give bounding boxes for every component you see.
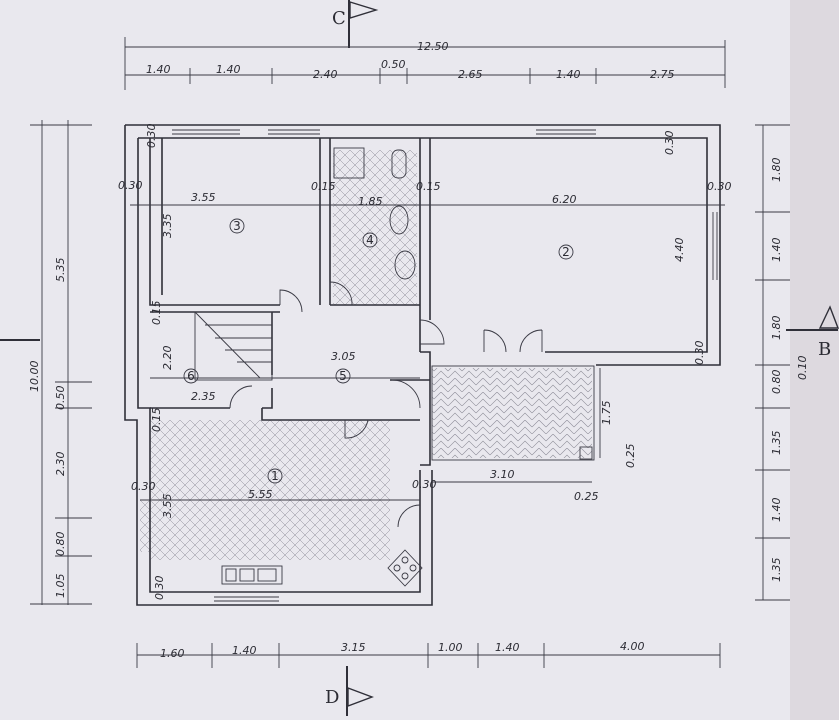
dim-top-4: 0.50 bbox=[381, 58, 406, 71]
kitchen-fixtures bbox=[221, 549, 423, 587]
dim-top-5: 2.65 bbox=[458, 68, 483, 81]
kitchen-floor-hatch bbox=[150, 420, 390, 560]
dim-wall-right: 0.30 bbox=[707, 180, 732, 193]
dim-left-3: 0.80 bbox=[54, 532, 67, 557]
top-dimension-chain: 12.50 1.40 1.40 2.40 0.50 2.65 1.40 2.75 bbox=[124, 37, 726, 90]
section-marker-d: D bbox=[325, 666, 374, 716]
room-label-4: 4 bbox=[362, 232, 378, 248]
dim-wall-bottom-right: 0.30 bbox=[693, 341, 706, 366]
dim-left-1: 0.50 bbox=[54, 386, 67, 411]
svg-text:1: 1 bbox=[271, 469, 279, 483]
dim-left-upper: 5.35 bbox=[54, 258, 67, 283]
dim-top-7: 2.75 bbox=[650, 68, 675, 81]
staircase bbox=[194, 311, 273, 381]
left-dimension-chain: 10.00 5.35 0.50 2.30 0.80 1.05 bbox=[28, 120, 92, 605]
section-marker-b: B bbox=[786, 305, 839, 360]
svg-text:3: 3 bbox=[233, 219, 241, 233]
dim-room3-height: 3.35 bbox=[161, 214, 174, 239]
dim-terrace-width: 3.10 bbox=[490, 468, 515, 481]
dim-room3-width: 3.55 bbox=[191, 191, 216, 204]
terrace-paving bbox=[432, 368, 592, 458]
dim-wall-015-d: 0.15 bbox=[150, 408, 163, 433]
dim-right-6: 1.35 bbox=[770, 431, 783, 456]
dim-room2-height: 4.40 bbox=[673, 238, 686, 263]
dim-right-5: 0.80 bbox=[770, 370, 783, 395]
interior-dimension-lines bbox=[130, 204, 725, 501]
dim-bottom-2: 1.40 bbox=[232, 644, 257, 657]
interior-dimensions: 3.55 3.35 1.85 6.20 4.40 3.05 2.35 2.20 … bbox=[118, 124, 732, 601]
dim-right-1: 1.80 bbox=[770, 158, 783, 183]
kitchen-alcove-hatch bbox=[140, 500, 180, 552]
svg-text:2: 2 bbox=[562, 245, 570, 259]
dim-bottom-6: 4.00 bbox=[620, 640, 645, 653]
dim-wall-015-c: 0.15 bbox=[150, 301, 163, 326]
dim-right-4: 0.10 bbox=[796, 356, 809, 381]
dim-room4-width: 1.85 bbox=[358, 195, 383, 208]
dim-right-3: 1.80 bbox=[770, 316, 783, 341]
bathroom-fixtures bbox=[333, 147, 416, 280]
dim-room6-height: 2.20 bbox=[161, 346, 174, 371]
bottom-dimension-chain: 1.60 1.40 3.15 1.00 1.40 4.00 bbox=[136, 640, 721, 668]
dim-left-overall: 10.00 bbox=[28, 361, 41, 393]
dim-right-8: 1.35 bbox=[770, 558, 783, 583]
section-marker-c: C bbox=[332, 0, 379, 48]
dim-top-1: 1.40 bbox=[146, 63, 171, 76]
dim-wall-kitchen-left: 0.30 bbox=[131, 480, 156, 493]
room-label-3: 3 bbox=[229, 218, 245, 234]
dim-room6-width: 2.35 bbox=[191, 390, 216, 403]
dim-room2-width: 6.20 bbox=[552, 193, 577, 206]
dim-wall-top-left: 0.30 bbox=[145, 124, 158, 149]
bathroom-floor-hatch bbox=[333, 150, 417, 305]
dim-post-b: 0.25 bbox=[574, 490, 599, 503]
dim-terrace-depth: 1.75 bbox=[600, 401, 613, 426]
dim-right-2: 1.40 bbox=[770, 238, 783, 263]
dim-right-7: 1.40 bbox=[770, 498, 783, 523]
dim-post-a: 0.25 bbox=[624, 444, 637, 469]
dim-wall-left-top: 0.30 bbox=[118, 179, 143, 192]
dim-left-2: 2.30 bbox=[54, 452, 67, 477]
dim-top-overall: 12.50 bbox=[417, 40, 449, 53]
right-dimension-chain: 1.80 1.40 1.80 0.10 0.80 1.35 1.40 1.35 bbox=[755, 124, 809, 601]
room-labels: 3 4 2 5 6 1 bbox=[183, 218, 574, 484]
dim-bottom-3: 3.15 bbox=[341, 641, 366, 654]
dim-bottom-5: 1.40 bbox=[495, 641, 520, 654]
dim-wall-015-b: 0.15 bbox=[416, 180, 441, 193]
room-label-6: 6 bbox=[183, 368, 199, 384]
dim-wall-015-a: 0.15 bbox=[311, 180, 336, 193]
dim-top-6: 1.40 bbox=[556, 68, 581, 81]
dim-left-4: 1.05 bbox=[54, 574, 67, 599]
svg-text:4: 4 bbox=[366, 233, 374, 247]
dim-wall-top-right: 0.30 bbox=[663, 131, 676, 156]
room-label-1: 1 bbox=[267, 468, 283, 484]
room-label-2: 2 bbox=[558, 244, 574, 260]
svg-text:6: 6 bbox=[187, 369, 195, 383]
dim-bottom-4: 1.00 bbox=[438, 641, 463, 654]
dim-top-2: 1.40 bbox=[216, 63, 241, 76]
section-label-c: C bbox=[332, 8, 346, 29]
dim-top-3: 2.40 bbox=[313, 68, 338, 81]
section-label-d: D bbox=[325, 687, 339, 708]
dim-wall-kitchen-bottom: 0.30 bbox=[153, 576, 166, 601]
doors bbox=[229, 281, 543, 528]
svg-text:5: 5 bbox=[339, 369, 347, 383]
section-label-b: B bbox=[818, 339, 831, 360]
dim-hall-width: 3.05 bbox=[331, 350, 356, 363]
dim-bottom-1: 1.60 bbox=[160, 647, 185, 660]
room-label-5: 5 bbox=[335, 368, 351, 384]
dim-room1-width: 5.55 bbox=[248, 488, 273, 501]
dim-wall-kitchen-right: 0.30 bbox=[412, 478, 437, 491]
dim-room1-height: 3.55 bbox=[161, 494, 174, 519]
